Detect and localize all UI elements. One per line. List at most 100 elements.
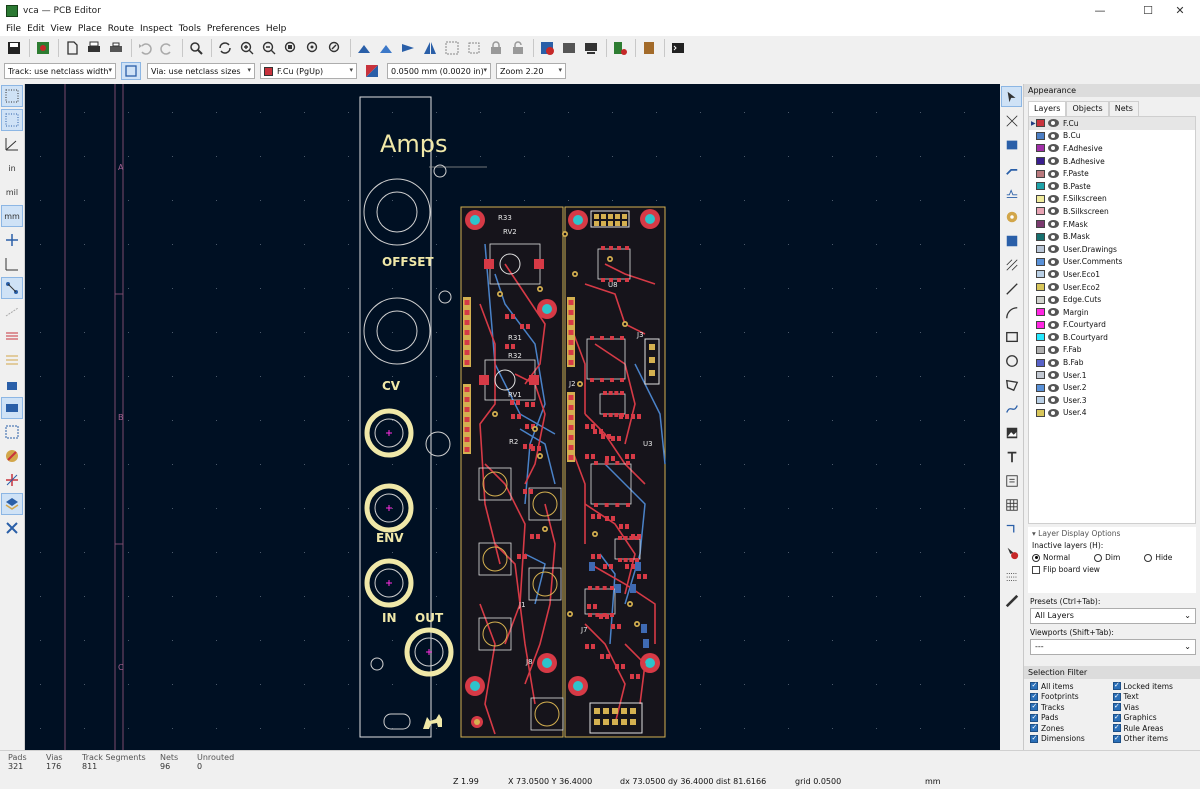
- draw-bezier-icon[interactable]: [1001, 398, 1022, 419]
- close-icon[interactable]: ✕: [1175, 4, 1185, 17]
- eye-icon[interactable]: [1048, 320, 1059, 329]
- layer-pair-icon[interactable]: [362, 61, 382, 81]
- drc-icon[interactable]: [537, 38, 557, 58]
- menu-file[interactable]: File: [6, 23, 22, 34]
- units-mil-button[interactable]: mil: [1, 181, 23, 203]
- zoom-objects-icon[interactable]: [303, 38, 323, 58]
- layer-color-swatch[interactable]: [1036, 320, 1045, 329]
- add-textbox-icon[interactable]: [1001, 470, 1022, 491]
- eye-icon[interactable]: [1048, 144, 1059, 153]
- eye-icon[interactable]: [1048, 308, 1059, 317]
- eye-icon[interactable]: [1048, 245, 1059, 254]
- via-fill-icon[interactable]: [1, 397, 23, 419]
- schematic-editor-icon[interactable]: [639, 38, 659, 58]
- scripting-console-icon[interactable]: [668, 38, 688, 58]
- mirror-h-icon[interactable]: [398, 38, 418, 58]
- find-icon[interactable]: [186, 38, 206, 58]
- units-mm-button[interactable]: mm: [1, 205, 23, 227]
- minimize-icon[interactable]: —: [1094, 4, 1106, 17]
- eye-icon[interactable]: [1048, 232, 1059, 241]
- local-ratsnest-icon[interactable]: [1001, 110, 1022, 131]
- group-icon[interactable]: [442, 38, 462, 58]
- redo-icon[interactable]: [157, 38, 177, 58]
- layer-color-swatch[interactable]: [1036, 194, 1045, 203]
- maximize-icon[interactable]: ☐: [1143, 4, 1153, 17]
- tab-nets[interactable]: Nets: [1108, 101, 1139, 116]
- layer-color-swatch[interactable]: [1036, 257, 1045, 266]
- layer-color-swatch[interactable]: [1036, 119, 1045, 128]
- undo-icon[interactable]: [135, 38, 155, 58]
- add-table-icon[interactable]: [1001, 494, 1022, 515]
- auto-width-icon[interactable]: [121, 62, 141, 80]
- radio-dim[interactable]: [1094, 553, 1103, 562]
- selection-filter-checkbox[interactable]: [1112, 702, 1121, 712]
- layer-row[interactable]: User.1: [1029, 369, 1195, 382]
- menu-help[interactable]: Help: [265, 23, 287, 34]
- layer-color-swatch[interactable]: [1036, 207, 1045, 216]
- layer-color-swatch[interactable]: [1036, 169, 1045, 178]
- layer-color-swatch[interactable]: [1036, 371, 1045, 380]
- layers-manager-icon[interactable]: [1, 493, 23, 515]
- eye-icon[interactable]: [1048, 182, 1059, 191]
- layer-row[interactable]: B.Mask: [1029, 230, 1195, 243]
- ratsnest-icon[interactable]: [1, 253, 23, 275]
- selection-filter-checkbox[interactable]: [1112, 723, 1121, 733]
- layer-row[interactable]: F.Adhesive: [1029, 142, 1195, 155]
- layer-row[interactable]: User.Drawings: [1029, 243, 1195, 256]
- units-in-button[interactable]: in: [1, 157, 23, 179]
- layer-row[interactable]: User.2: [1029, 381, 1195, 394]
- rotate-cw-icon[interactable]: [376, 38, 396, 58]
- selection-filter-checkbox[interactable]: [1112, 713, 1121, 722]
- layer-row[interactable]: B.Cu: [1029, 130, 1195, 143]
- layer-color-swatch[interactable]: [1036, 131, 1045, 140]
- layer-color-swatch[interactable]: [1036, 333, 1045, 342]
- layer-row[interactable]: B.Courtyard: [1029, 331, 1195, 344]
- eye-icon[interactable]: [1048, 207, 1059, 216]
- selection-filter-checkbox[interactable]: [1112, 734, 1121, 743]
- layer-row[interactable]: Margin: [1029, 306, 1195, 319]
- layer-color-swatch[interactable]: [1036, 308, 1045, 317]
- grid-select[interactable]: 0.0500 mm (0.0020 in)▾: [387, 63, 491, 79]
- add-text-icon[interactable]: [1001, 446, 1022, 467]
- tab-layers[interactable]: Layers: [1028, 101, 1067, 116]
- eye-icon[interactable]: [1048, 358, 1059, 367]
- draw-arc-icon[interactable]: [1001, 302, 1022, 323]
- menu-route[interactable]: Route: [107, 23, 134, 34]
- eye-icon[interactable]: [1048, 194, 1059, 203]
- rotate-ccw-icon[interactable]: [354, 38, 374, 58]
- selection-filter-checkbox[interactable]: [1030, 692, 1038, 701]
- overrides-grid-icon[interactable]: [1, 109, 23, 131]
- draw-line-icon[interactable]: [1001, 278, 1022, 299]
- net-color-icon[interactable]: [1, 469, 23, 491]
- measure-tool-icon[interactable]: [1001, 590, 1022, 611]
- layer-color-swatch[interactable]: [1036, 144, 1045, 153]
- zoom-select[interactable]: Zoom 2.20▾: [496, 63, 566, 79]
- curved-ratsnest-icon[interactable]: [1, 277, 23, 299]
- layer-row[interactable]: ▶F.Cu: [1029, 117, 1195, 130]
- selection-filter-checkbox[interactable]: [1112, 692, 1121, 701]
- layer-display-title[interactable]: ▾ Layer Display Options: [1032, 529, 1121, 538]
- viewports-select[interactable]: ---⌄: [1030, 639, 1196, 655]
- layer-color-swatch[interactable]: [1036, 295, 1045, 304]
- draw-rectangle-icon[interactable]: [1001, 326, 1022, 347]
- add-via-icon[interactable]: [1001, 206, 1022, 227]
- layer-color-swatch[interactable]: [1036, 220, 1045, 229]
- layer-row[interactable]: B.Paste: [1029, 180, 1195, 193]
- eye-icon[interactable]: [1048, 169, 1059, 178]
- footprint-browser-icon[interactable]: [581, 38, 601, 58]
- layer-row[interactable]: B.Silkscreen: [1029, 205, 1195, 218]
- show-ratsnest-icon[interactable]: [1, 301, 23, 323]
- set-origin-icon[interactable]: [1001, 566, 1022, 587]
- tab-objects[interactable]: Objects: [1066, 101, 1109, 116]
- presets-select[interactable]: All Layers⌄: [1030, 608, 1196, 624]
- layer-row[interactable]: F.Paste: [1029, 167, 1195, 180]
- layer-color-swatch[interactable]: [1036, 408, 1045, 417]
- lock-icon[interactable]: [486, 38, 506, 58]
- via-size-select[interactable]: Via: use netclass sizes▾: [147, 63, 255, 79]
- cursor-shape-icon[interactable]: [1, 229, 23, 251]
- menu-place[interactable]: Place: [77, 23, 102, 34]
- ungroup-icon[interactable]: [464, 38, 484, 58]
- zoom-in-icon[interactable]: [237, 38, 257, 58]
- plot-icon[interactable]: [106, 38, 126, 58]
